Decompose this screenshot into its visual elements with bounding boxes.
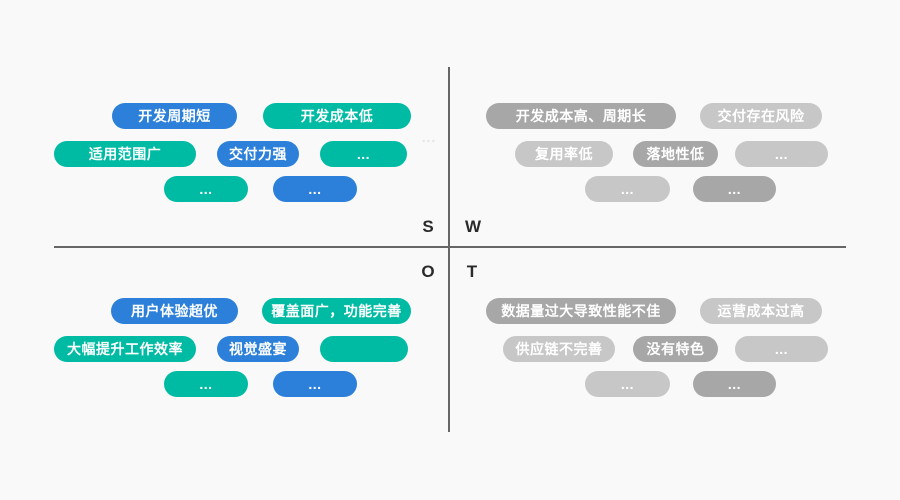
weaknesses-pill: 复用率低 bbox=[515, 141, 613, 167]
opportunities-pill: 视觉盛宴 bbox=[217, 336, 299, 362]
horizontal-axis-line bbox=[54, 246, 846, 248]
opportunities-pill: 覆盖面广，功能完善 bbox=[262, 298, 411, 324]
faint-ellipsis: ... bbox=[421, 129, 437, 145]
threats-pill: 数据量过大导致性能不佳 bbox=[486, 298, 676, 324]
strengths-pill: ... bbox=[164, 176, 248, 202]
strengths-pill: 开发成本低 bbox=[263, 103, 411, 129]
strengths-pill: 开发周期短 bbox=[112, 103, 237, 129]
opportunities-pill bbox=[320, 336, 408, 362]
weaknesses-pill: ... bbox=[693, 176, 776, 202]
opportunities-pill: ... bbox=[164, 371, 248, 397]
vertical-axis-line bbox=[448, 67, 450, 432]
opportunities-pill: 大幅提升工作效率 bbox=[54, 336, 196, 362]
weaknesses-pill: ... bbox=[585, 176, 670, 202]
letter-o: O bbox=[421, 262, 435, 281]
threats-pill: ... bbox=[585, 371, 670, 397]
strengths-pill: ... bbox=[273, 176, 357, 202]
opportunities-pill: 用户体验超优 bbox=[111, 298, 238, 324]
letter-s: S bbox=[422, 217, 434, 236]
threats-pill: 供应链不完善 bbox=[503, 336, 615, 362]
threats-pill: ... bbox=[735, 336, 828, 362]
opportunities-pill: ... bbox=[273, 371, 357, 397]
letter-t: T bbox=[466, 262, 478, 281]
threats-pill: 运营成本过高 bbox=[700, 298, 822, 324]
strengths-pill: 交付力强 bbox=[217, 141, 299, 167]
weaknesses-pill: ... bbox=[735, 141, 828, 167]
threats-pill: 没有特色 bbox=[633, 336, 718, 362]
threats-pill: ... bbox=[693, 371, 776, 397]
letter-w: W bbox=[464, 217, 482, 236]
weaknesses-pill: 落地性低 bbox=[633, 141, 718, 167]
weaknesses-pill: 开发成本高、周期长 bbox=[486, 103, 676, 129]
weaknesses-pill: 交付存在风险 bbox=[700, 103, 822, 129]
strengths-pill: ... bbox=[320, 141, 407, 167]
strengths-pill: 适用范围广 bbox=[54, 141, 196, 167]
